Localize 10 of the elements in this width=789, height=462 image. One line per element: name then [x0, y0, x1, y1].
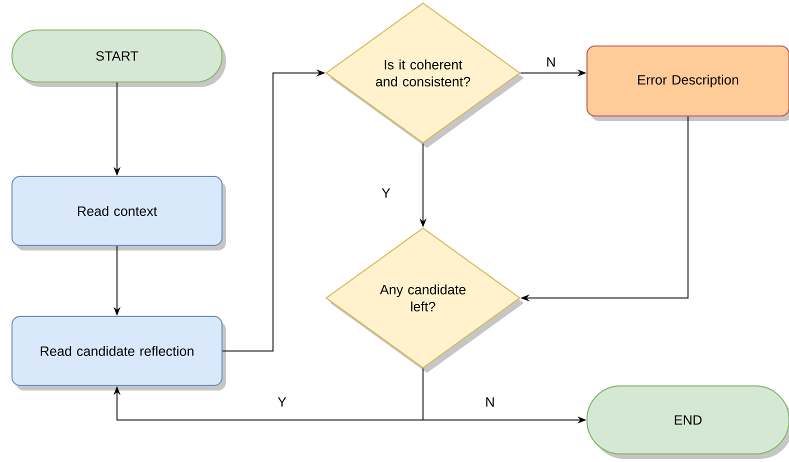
process-box: Error Description	[586, 45, 789, 121]
end-terminal: END	[586, 385, 789, 459]
process-box: Read candidate reflection	[11, 316, 226, 390]
edge-label: Y	[276, 396, 288, 408]
edge-label: N	[544, 56, 558, 68]
edge-label: Y	[380, 186, 392, 200]
arrow	[113, 368, 424, 420]
start-terminal: START	[11, 29, 226, 87]
edge-label: N	[484, 396, 496, 408]
process-box: Read context	[11, 176, 226, 250]
